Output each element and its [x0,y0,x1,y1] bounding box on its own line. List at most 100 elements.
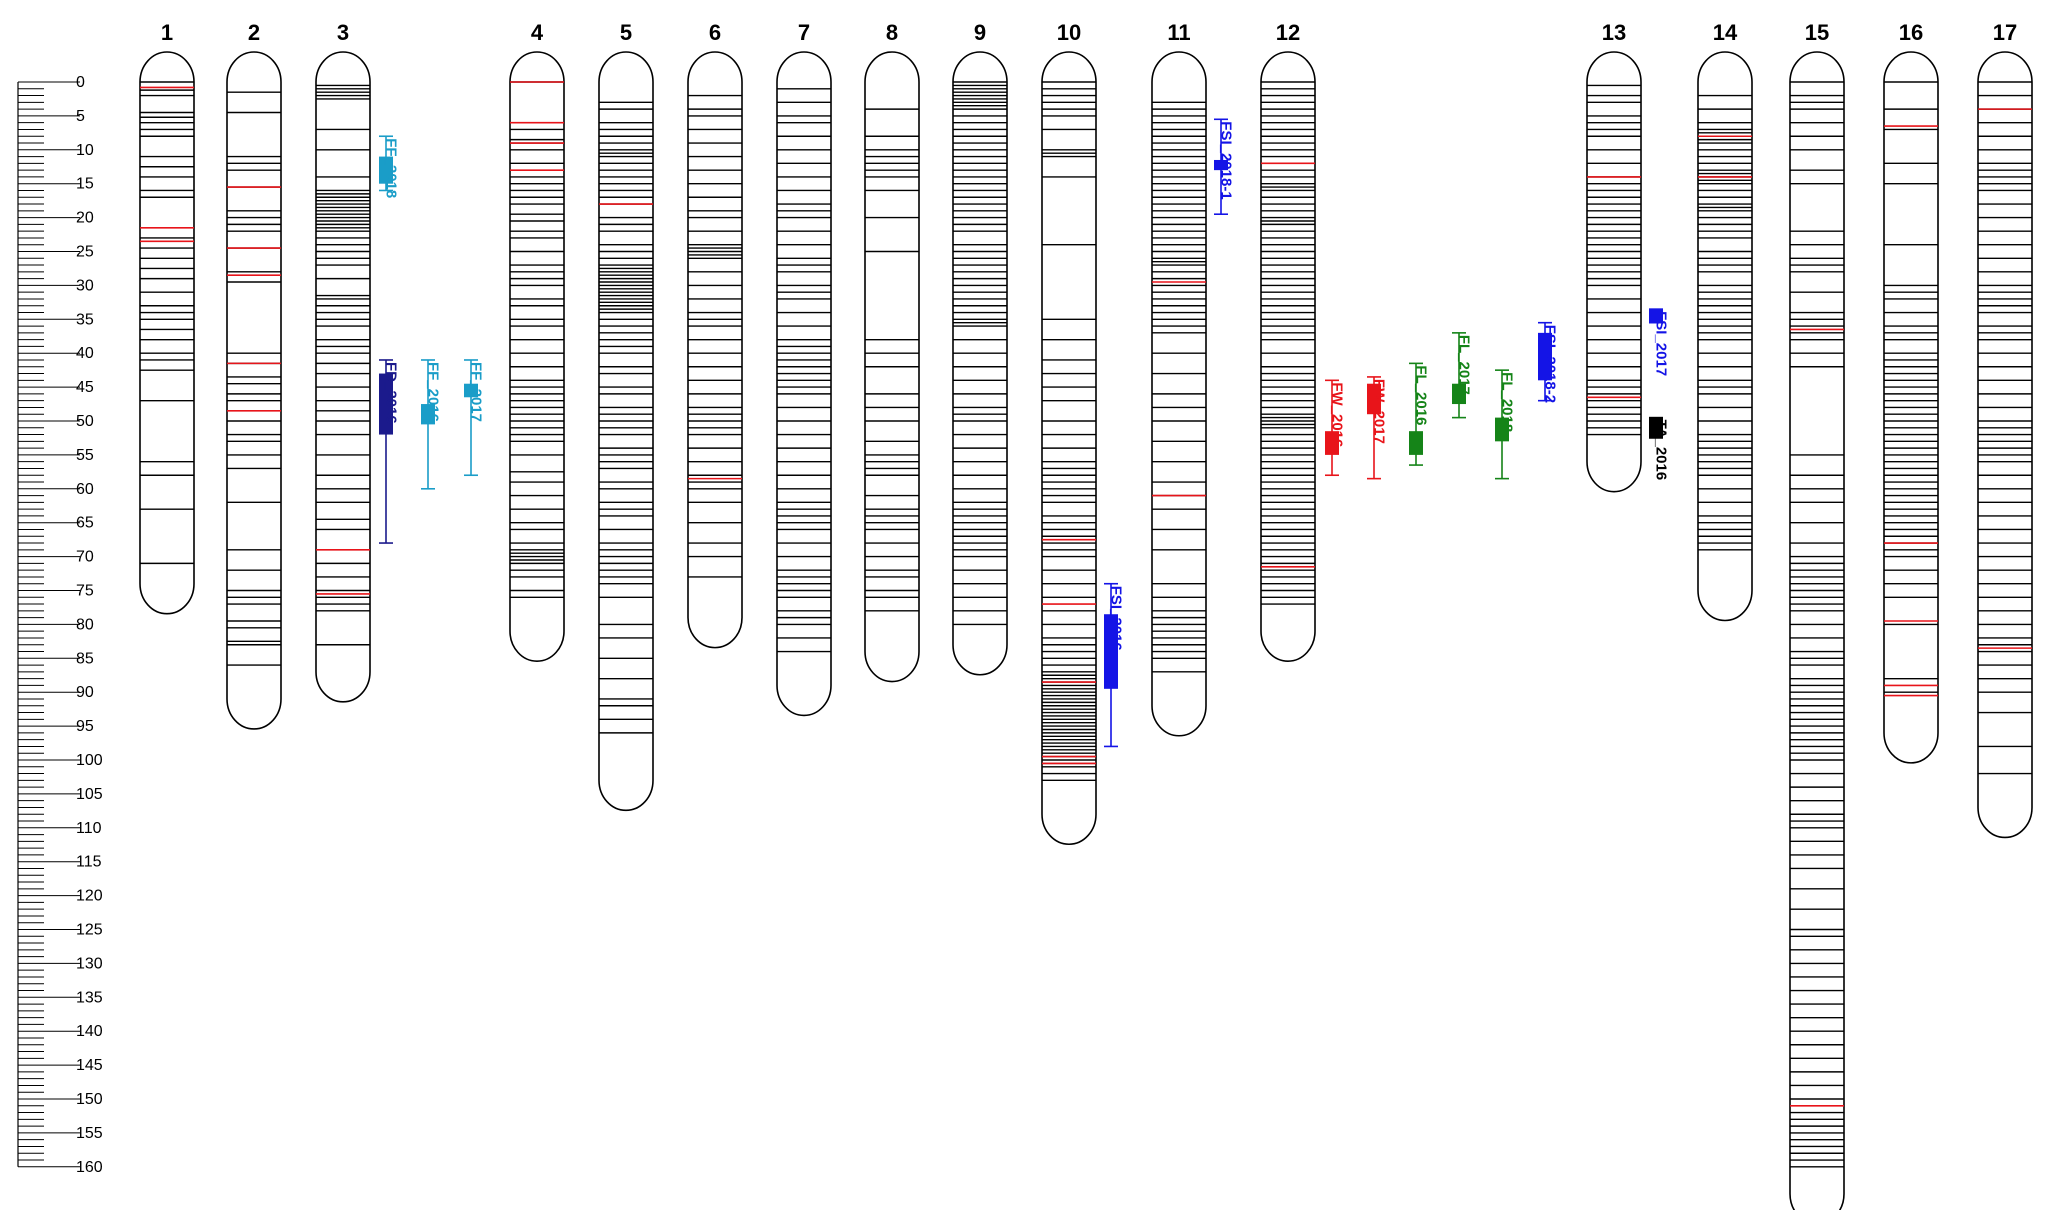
qtl-label: FF_2018 [383,138,400,198]
qtl-label: FSI_2018-1 [1218,121,1235,199]
qtl-peak-box [379,156,393,184]
linkage-group-2: 2 [226,20,282,730]
linkage-group-label: 2 [248,20,260,45]
qtl-label: FL_2016 [1413,365,1430,425]
linkage-group-10: 10 [1041,20,1097,846]
qtl-fw-2016: FW_2016 [1325,379,1346,477]
chromosome-outline [1977,51,2033,839]
scale-tick-label: 30 [76,277,94,294]
scale-tick-label: 15 [76,176,94,193]
chromosome-outline [776,51,832,717]
qtl-peak-box [421,404,435,425]
linkage-group-15: 15 [1789,20,1845,1210]
linkage-group-6: 6 [687,20,743,649]
linkage-group-label: 1 [161,20,173,45]
linkage-group-9: 9 [952,20,1008,676]
scale-tick-label: 10 [76,142,94,159]
scale-tick-label: 75 [76,583,94,600]
qtl-ff-2016: FF_2016 [421,359,442,490]
chromosome-outline [598,51,654,812]
chromosome-outline [687,51,743,649]
scale-tick-label: 155 [76,1125,103,1142]
qtl-peak-box [1495,417,1509,442]
qtl-peak-box [379,373,393,435]
scale-tick-label: 100 [76,752,103,769]
linkage-group-1: 1 [139,20,195,615]
qtl-ff-2018: FF_2018 [379,135,400,198]
linkage-group-5: 5 [598,20,654,812]
linkage-group-label: 13 [1602,20,1626,45]
linkage-group-12: 12 [1260,20,1316,662]
scale-tick-label: 60 [76,481,94,498]
qtl-fl-2018: FL_2018 [1495,369,1516,480]
linkage-group-11: 11 [1151,20,1207,737]
linkage-group-4: 4 [509,20,565,662]
scale-tick-label: 35 [76,311,94,328]
qtl-fd-2016: FD_2016 [379,359,400,544]
linkage-group-label: 14 [1713,20,1738,45]
linkage-group-17: 17 [1977,20,2033,839]
linkage-group-13: 13 [1586,20,1642,493]
qtl-fsi-2018-2: FSI_2018-2 [1538,321,1559,403]
linkage-group-8: 8 [864,20,920,683]
qtl-label: FSI_2017 [1653,311,1670,376]
scale-tick-label: 50 [76,413,94,430]
qtl-peak-box [1649,417,1663,438]
scale-tick-label: 55 [76,447,94,464]
qtl-label: FW_2016 [1329,382,1346,447]
linkage-group-3: 3 [315,20,371,703]
qtl-peak-box [464,383,478,398]
scale-tick-label: 5 [76,108,85,125]
scale-tick-label: 90 [76,684,94,701]
qtl-peak-box [1367,383,1381,415]
scale-tick-label: 105 [76,786,103,803]
scale-tick-label: 70 [76,549,94,566]
linkage-group-7: 7 [776,20,832,717]
linkage-group-label: 15 [1805,20,1829,45]
linkage-group-label: 9 [974,20,986,45]
scale-tick-label: 85 [76,650,94,667]
qtl-fl-2016: FL_2016 [1409,362,1430,466]
chromosome-outline [1697,51,1753,622]
qtl-label: FF_2016 [425,362,442,422]
linkage-group-label: 12 [1276,20,1300,45]
chromosome-outline [1789,51,1845,1210]
chromosome-outline [952,51,1008,676]
cm-scale-ruler: 0510152025303540455055606570758085909510… [17,74,103,1176]
qtl-label: FSI_2016 [1108,586,1125,651]
linkage-group-label: 16 [1899,20,1923,45]
linkage-group-14: 14 [1697,20,1753,622]
linkage-group-label: 10 [1057,20,1081,45]
scale-tick-label: 150 [76,1091,103,1108]
linkage-group-label: 8 [886,20,898,45]
qtl-peak-box [1409,431,1423,455]
scale-tick-label: 40 [76,345,94,362]
scale-tick-label: 135 [76,989,103,1006]
qtl-peak-box [1649,309,1663,323]
scale-tick-label: 80 [76,616,94,633]
scale-tick-label: 95 [76,718,94,735]
qtl-peak-box [1538,332,1552,381]
chromosome-outline [226,51,282,730]
qtl-fsi-2017: FSI_2017 [1649,308,1670,376]
linkage-group-label: 6 [709,20,721,45]
qtl-fsi-2018-1: FSI_2018-1 [1214,118,1235,216]
linkage-group-label: 4 [531,20,544,45]
scale-tick-label: 0 [76,74,85,91]
scale-tick-label: 140 [76,1023,103,1040]
qtl-label: FL_2018 [1499,372,1516,432]
scale-tick-label: 45 [76,379,94,396]
qtl-label: FSI_2018-2 [1542,325,1559,403]
scale-tick-label: 65 [76,515,94,532]
scale-tick-label: 120 [76,888,103,905]
linkage-group-16: 16 [1883,20,1939,764]
scale-tick-label: 145 [76,1057,103,1074]
linkage-group-label: 11 [1167,20,1190,45]
qtl-label: FW_2017 [1371,379,1388,444]
qtl-peak-box [1325,431,1339,455]
qtl-peak-box [1452,383,1466,405]
scale-tick-label: 20 [76,210,94,227]
